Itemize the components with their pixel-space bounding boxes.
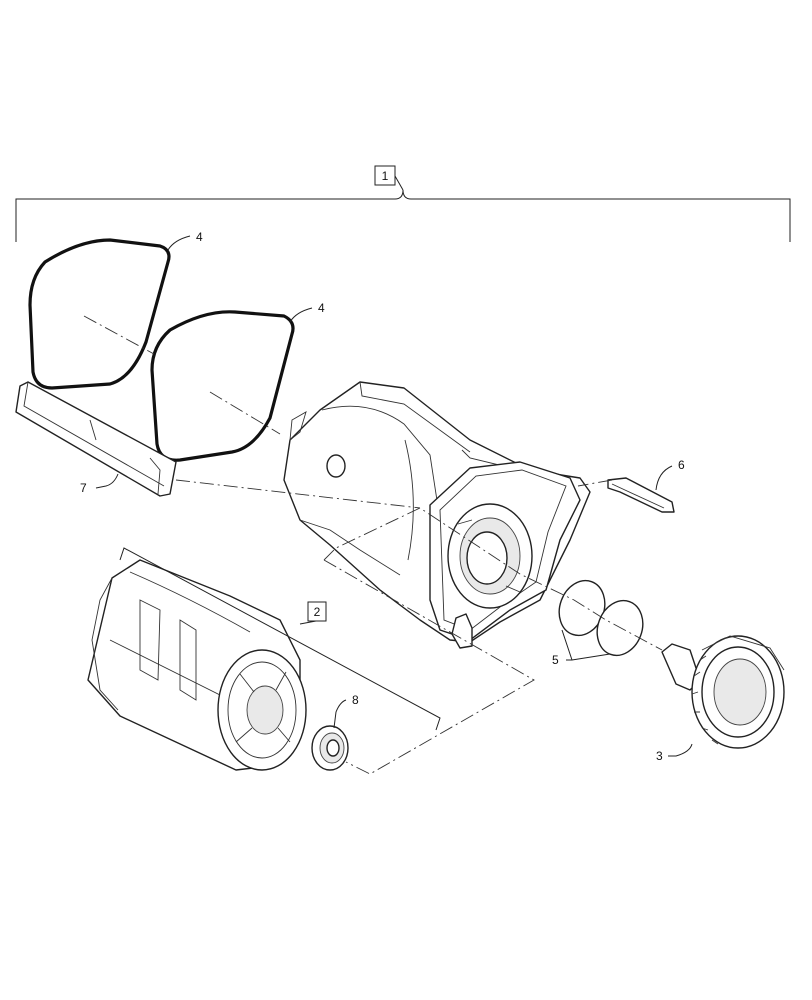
centerlines (83, 315, 663, 775)
svg-text:1: 1 (382, 169, 389, 183)
leader-8 (333, 699, 347, 729)
retaining-clip (607, 477, 675, 513)
blower-housing (283, 381, 591, 649)
leader-7 (95, 473, 119, 489)
seal-strip (15, 381, 177, 497)
leader-5 (561, 629, 611, 661)
callout-8: 8 (352, 693, 359, 707)
callout-4b: 4 (318, 301, 325, 315)
callout-1: 1 (374, 165, 404, 191)
callout-2: 2 (299, 601, 327, 625)
callout-5: 5 (552, 653, 559, 667)
gasket-back (28, 238, 171, 390)
callout-6: 6 (678, 458, 685, 472)
bearing (311, 725, 349, 771)
adjuster-knob (661, 635, 785, 749)
fan-assembly-bracket (119, 547, 441, 731)
leader-4b (289, 307, 313, 323)
leader-4a (167, 235, 191, 251)
gasket-front (150, 310, 295, 462)
callout-7: 7 (80, 481, 87, 495)
leader-6 (655, 465, 673, 491)
callout-3: 3 (656, 749, 663, 763)
leader-3 (668, 743, 693, 757)
svg-text:2: 2 (314, 605, 321, 619)
fan-wheel (87, 559, 307, 771)
callout-4a: 4 (196, 230, 203, 244)
assembly-bracket-1 (15, 189, 791, 242)
